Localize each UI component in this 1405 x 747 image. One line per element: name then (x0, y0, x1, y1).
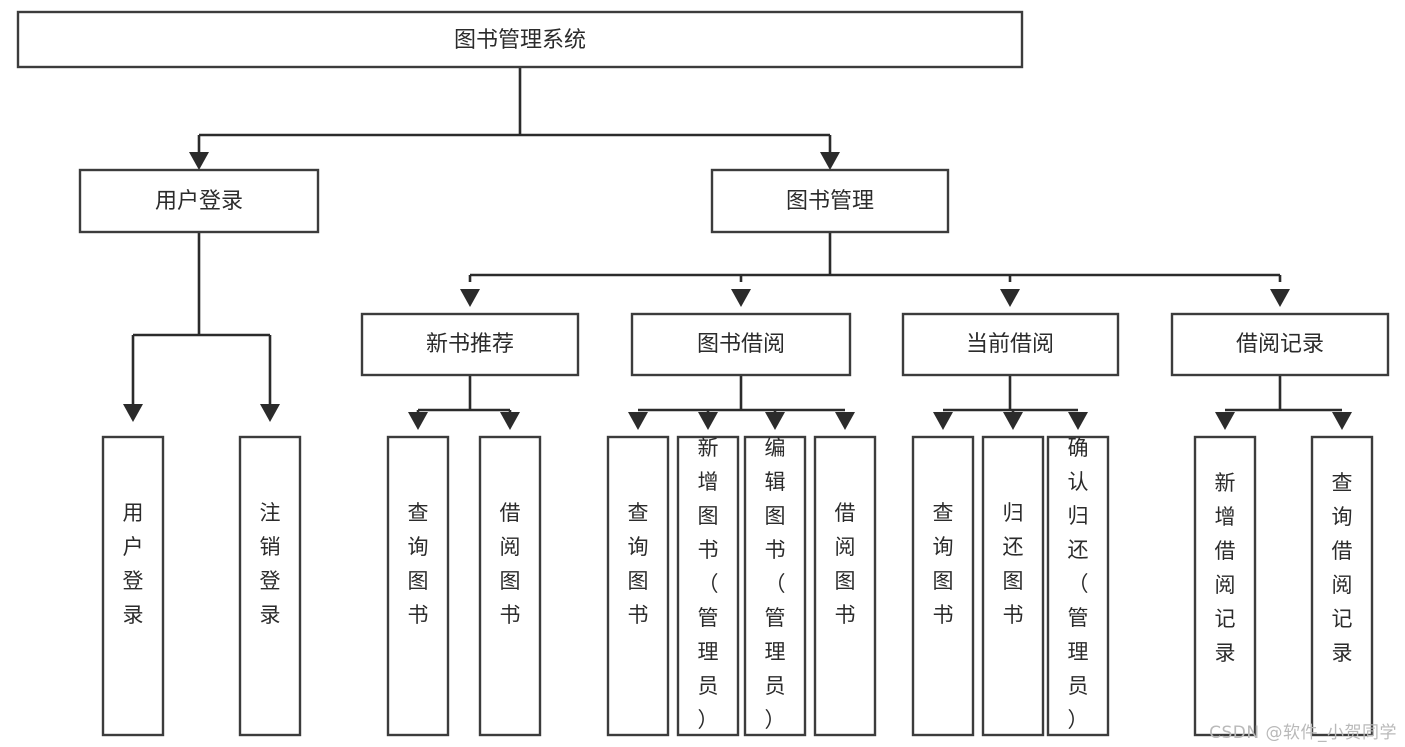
node-root-system[interactable]: 图书管理系统 (16, 10, 1024, 69)
node-user-login-label: 用户登录 (155, 189, 243, 214)
csdn-watermark: CSDN @软件_小贺同学 (1209, 723, 1397, 743)
node-new-book-recommend-label: 新书推荐 (426, 332, 514, 357)
node-leaf-query-borrow-record-box[interactable] (1310, 435, 1374, 737)
node-leaf-query-book-current-box[interactable] (911, 435, 975, 737)
arrow-to-leaf-query-book-a (408, 412, 428, 430)
node-leaf-query-book-current[interactable]: 查询图书 (911, 435, 975, 737)
node-leaf-add-book-label: 新增图书（管理员） (698, 436, 719, 732)
node-leaf-user-login-box[interactable] (101, 435, 165, 737)
arrow-to-leaf-borrow-book-b (835, 412, 855, 430)
node-leaf-add-borrow-record-box[interactable] (1193, 435, 1257, 737)
node-leaf-add-book-box[interactable] (676, 435, 740, 737)
arrow-to-new-book-rec (460, 289, 480, 307)
node-leaf-query-book-current-label: 查询图书 (933, 501, 954, 627)
node-root-system-label: 图书管理系统 (454, 28, 586, 53)
node-current-borrow-box[interactable] (901, 312, 1120, 377)
arrow-to-borrow-record (1270, 289, 1290, 307)
node-leaf-user-login-label: 用户登录 (123, 501, 144, 627)
node-leaf-confirm-return[interactable]: 确认归还（管理员） (1046, 435, 1110, 737)
node-book-borrow-box[interactable] (630, 312, 852, 377)
node-new-book-recommend[interactable]: 新书推荐 (360, 312, 580, 377)
arrow-to-user-login (189, 152, 209, 170)
node-leaf-edit-book-box[interactable] (743, 435, 807, 737)
node-leaf-query-book-borrow[interactable]: 查询图书 (606, 435, 670, 737)
node-leaf-edit-book[interactable]: 编辑图书（管理员） (743, 435, 807, 737)
node-current-borrow[interactable]: 当前借阅 (901, 312, 1120, 377)
arrow-to-leaf-query-record (1332, 412, 1352, 430)
node-leaf-edit-book-label: 编辑图书（管理员） (765, 436, 786, 732)
node-leaf-query-book-rec[interactable]: 查询图书 (386, 435, 450, 737)
node-leaf-add-borrow-record[interactable]: 新增借阅记录 (1193, 435, 1257, 737)
node-book-borrow[interactable]: 图书借阅 (630, 312, 852, 377)
arrow-to-leaf-query-book-b (628, 412, 648, 430)
arrow-to-leaf-user-login (123, 404, 143, 422)
node-user-login[interactable]: 用户登录 (78, 168, 320, 234)
node-root-system-box[interactable] (16, 10, 1024, 69)
node-leaf-add-book[interactable]: 新增图书（管理员） (676, 435, 740, 737)
node-book-management-label: 图书管理 (786, 189, 874, 214)
node-new-book-recommend-box[interactable] (360, 312, 580, 377)
node-leaf-return-book[interactable]: 归还图书 (981, 435, 1045, 737)
node-leaf-query-book-borrow-label: 查询图书 (628, 501, 649, 627)
arrow-to-leaf-return-book (1003, 412, 1023, 430)
node-leaf-borrow-book-rec[interactable]: 借阅图书 (478, 435, 542, 737)
arrow-to-current-borrow (1000, 289, 1020, 307)
node-leaf-borrow-book[interactable]: 借阅图书 (813, 435, 877, 737)
node-leaf-borrow-book-label: 借阅图书 (835, 501, 856, 627)
node-leaf-logout-box[interactable] (238, 435, 302, 737)
arrow-to-book-mgmt (820, 152, 840, 170)
node-leaf-query-book-rec-box[interactable] (386, 435, 450, 737)
node-leaf-logout-label: 注销登录 (260, 501, 281, 627)
node-leaf-borrow-book-rec-label: 借阅图书 (500, 501, 521, 627)
node-leaf-return-book-label: 归还图书 (1003, 501, 1024, 627)
arrow-to-leaf-edit-book (765, 412, 785, 430)
node-leaf-query-book-borrow-box[interactable] (606, 435, 670, 737)
arrow-to-leaf-add-record (1215, 412, 1235, 430)
node-leaf-query-borrow-record-label: 查询借阅记录 (1332, 471, 1353, 665)
node-user-login-box[interactable] (78, 168, 320, 234)
arrow-to-leaf-logout (260, 404, 280, 422)
node-book-management-box[interactable] (710, 168, 950, 234)
node-leaf-return-book-box[interactable] (981, 435, 1045, 737)
node-leaf-add-borrow-record-label: 新增借阅记录 (1215, 471, 1236, 665)
arrow-to-leaf-add-book (698, 412, 718, 430)
connector-layer (123, 67, 1352, 430)
node-book-management[interactable]: 图书管理 (710, 168, 950, 234)
node-book-borrow-label: 图书借阅 (697, 332, 785, 357)
arrow-to-book-borrow (731, 289, 751, 307)
node-current-borrow-label: 当前借阅 (966, 332, 1054, 357)
node-borrow-record-label: 借阅记录 (1236, 332, 1324, 357)
arrow-to-leaf-query-book-c (933, 412, 953, 430)
node-leaf-user-login[interactable]: 用户登录 (101, 435, 165, 737)
node-leaf-logout[interactable]: 注销登录 (238, 435, 302, 737)
node-leaf-borrow-book-rec-box[interactable] (478, 435, 542, 737)
node-leaf-borrow-book-box[interactable] (813, 435, 877, 737)
node-leaf-query-borrow-record[interactable]: 查询借阅记录 (1310, 435, 1374, 737)
node-borrow-record-box[interactable] (1170, 312, 1390, 377)
node-borrow-record[interactable]: 借阅记录 (1170, 312, 1390, 377)
node-leaf-confirm-return-box[interactable] (1046, 435, 1110, 737)
arrow-to-leaf-confirm-return (1068, 412, 1088, 430)
arrow-to-leaf-borrow-book-a (500, 412, 520, 430)
node-leaf-confirm-return-label: 确认归还（管理员） (1068, 436, 1089, 732)
node-leaf-query-book-rec-label: 查询图书 (408, 501, 429, 627)
